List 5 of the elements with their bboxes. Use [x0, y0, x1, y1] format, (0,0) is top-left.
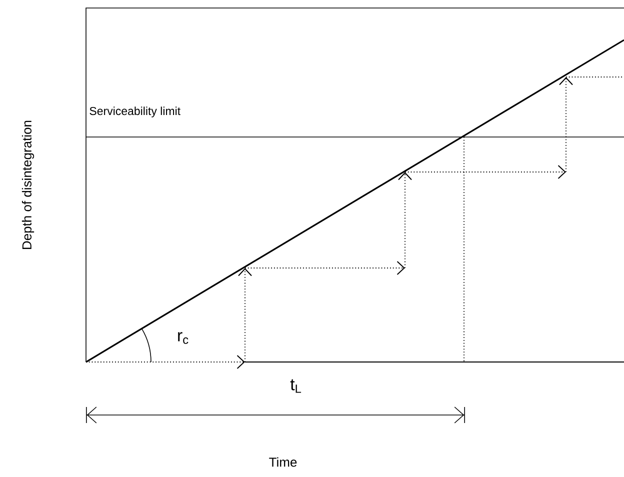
symbol-label: r$_{c}$ — [178, 332, 188, 344]
axis-label: Time — [269, 457, 297, 467]
symbol-label: t$_{L}$ — [290, 379, 302, 393]
line-label: Serviceability limit — [90, 106, 180, 118]
axis-label: Depth of disintegration — [22, 120, 34, 249]
